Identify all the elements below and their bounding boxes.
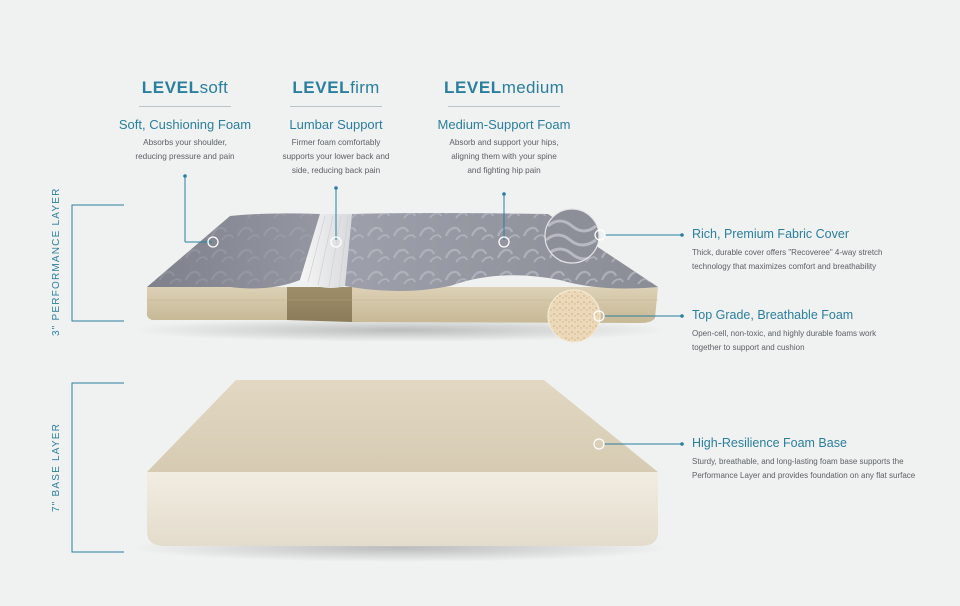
- zone-firm-heading: Lumbar Support: [289, 117, 383, 132]
- zone-pointer-lines: [184, 176, 505, 243]
- layer-brackets: [71, 204, 124, 553]
- callout-fabric-cover: Rich, Premium Fabric Cover Thick, durabl…: [692, 227, 952, 274]
- zone-medium-heading: Medium-Support Foam: [437, 117, 571, 132]
- callout-foam-desc: Open-cell, non-toxic, and highly durable…: [692, 329, 877, 352]
- soft-foam-edge: [146, 287, 287, 320]
- callout-foam-heading: Top Grade, Breathable Foam: [692, 308, 854, 322]
- callout-base-heading: High-Resilience Foam Base: [692, 436, 847, 450]
- zone-soft-heading: Soft, Cushioning Foam: [118, 117, 252, 132]
- base-layer-top: [147, 380, 658, 472]
- base-layer-label: 7" BASE LAYER: [51, 423, 62, 512]
- callout-breathable-foam: Top Grade, Breathable Foam Open-cell, no…: [692, 308, 952, 355]
- top-layer-shadow: [130, 318, 670, 342]
- base-layer-front: [147, 472, 658, 546]
- callout-fabric-desc: Thick, durable cover offers "Recoveree" …: [692, 248, 883, 271]
- zone-soft: LEVELsoft Soft, Cushioning Foam Absorbs …: [105, 78, 265, 164]
- medium-foam-edge: [352, 287, 658, 323]
- callout-fabric-heading: Rich, Premium Fabric Cover: [692, 227, 849, 241]
- callout-foam-base: High-Resilience Foam Base Sturdy, breath…: [692, 436, 957, 483]
- zone-soft-desc: Absorbs your shoulder,reducing pressure …: [135, 138, 235, 161]
- zone-firm-title: LEVELfirm: [292, 78, 380, 97]
- zone-medium-title: LEVELmedium: [443, 78, 565, 97]
- callout-pointer-lines: [604, 234, 682, 445]
- zone-marker-rings: [207, 236, 510, 248]
- callout-base-desc: Sturdy, breathable, and long-lasting foa…: [692, 457, 916, 480]
- zone-soft-title: LEVELsoft: [141, 78, 229, 97]
- zone-firm: LEVELfirm Lumbar Support Firmer foam com…: [256, 78, 416, 178]
- zone-medium-desc: Absorb and support your hips,aligning th…: [449, 138, 559, 175]
- zone-medium: LEVELmedium Medium-Support Foam Absorb a…: [418, 78, 590, 178]
- performance-layer-label: 3" PERFORMANCE LAYER: [51, 187, 62, 336]
- fabric-white-strip: [300, 214, 352, 288]
- firm-foam-edge: [287, 287, 352, 322]
